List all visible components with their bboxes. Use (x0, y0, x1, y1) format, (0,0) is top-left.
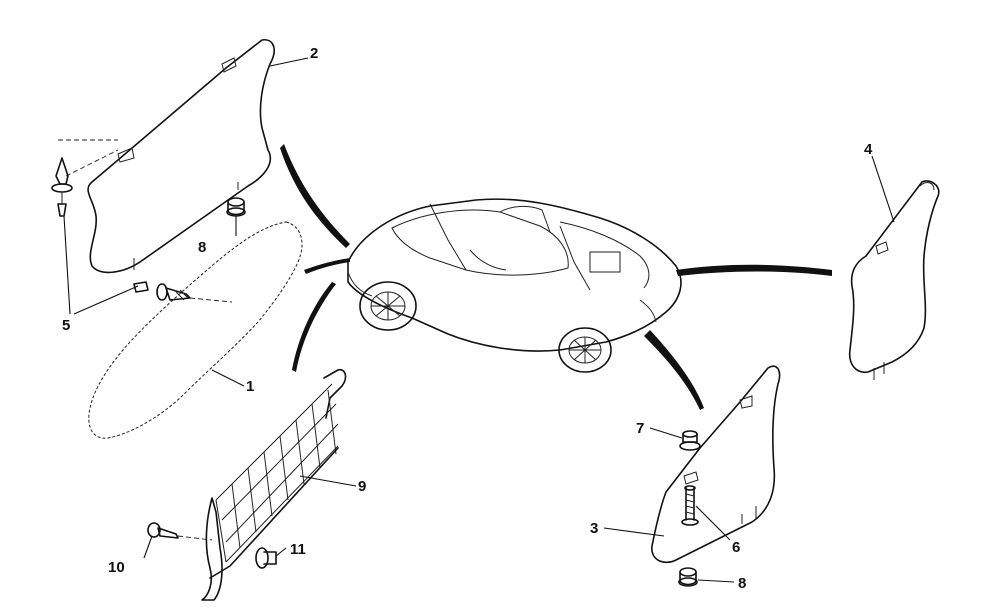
callout-5: 5 (62, 317, 70, 334)
clip-11 (255, 547, 277, 569)
leader-lines (63, 57, 895, 583)
mesh-1 (88, 221, 303, 439)
grommet-8-bottom (678, 567, 698, 587)
callout-1: 1 (246, 378, 254, 395)
grommet-8-top (226, 197, 246, 217)
panel-3-lower-right (651, 365, 781, 564)
nut-7 (679, 430, 701, 451)
callout-3: 3 (590, 520, 598, 537)
callout-11: 11 (290, 541, 306, 558)
callout-4: 4 (864, 141, 873, 158)
callout-8-bottom: 8 (738, 575, 746, 592)
car-illustration (347, 198, 682, 373)
callout-9: 9 (358, 478, 366, 495)
callout-6: 6 (732, 539, 740, 556)
callout-7: 7 (636, 420, 644, 437)
panel-2-upper-left (87, 39, 275, 274)
connector-swooshes (280, 144, 832, 410)
callout-10: 10 (108, 559, 125, 576)
panel-4-right (848, 180, 940, 380)
grille-9 (201, 368, 347, 601)
callout-8-top: 8 (198, 239, 206, 256)
screw-10 (147, 522, 213, 541)
fastener-5-group (51, 139, 233, 303)
callouts: 2 1 4 5 8 9 10 11 7 3 6 8 (62, 45, 873, 592)
stud-6 (681, 485, 699, 526)
callout-2: 2 (310, 45, 318, 62)
